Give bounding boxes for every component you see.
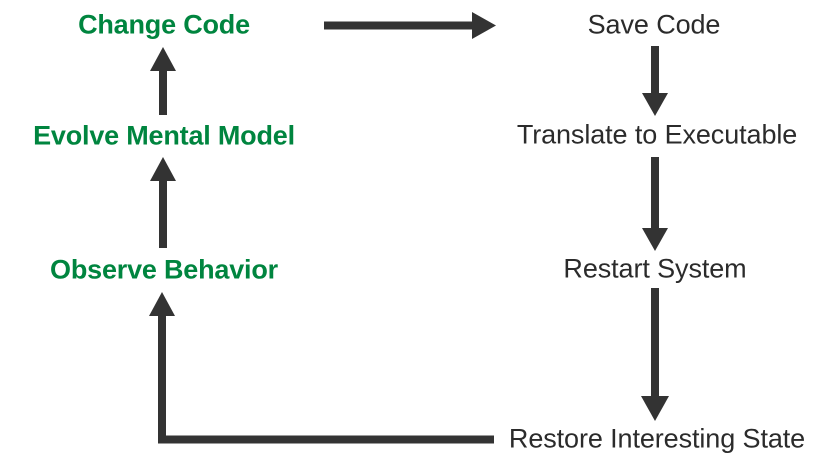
- node-evolve-mental-model[interactable]: Evolve Mental Model: [33, 120, 295, 151]
- node-restore-interesting-state[interactable]: Restore Interesting State: [508, 423, 806, 454]
- edge-save-code-to-translate: [642, 46, 668, 116]
- arrowhead-up-icon: [149, 292, 175, 316]
- edge-evolve-to-change-code: [150, 47, 176, 115]
- arrowhead-down-icon: [642, 228, 668, 251]
- edge-translate-to-restart: [642, 157, 668, 251]
- edge-change-code-to-save-code: [324, 12, 496, 39]
- node-save-code[interactable]: Save Code: [587, 9, 721, 40]
- arrowhead-down-icon: [641, 396, 669, 421]
- node-change-code[interactable]: Change Code: [78, 9, 250, 40]
- edge-restart-to-restore: [641, 288, 669, 421]
- arrowhead-up-icon: [150, 157, 176, 181]
- arrowhead-up-icon: [150, 47, 176, 71]
- node-observe-behavior[interactable]: Observe Behavior: [50, 254, 278, 285]
- edge-observe-to-evolve: [150, 157, 176, 248]
- edge-polyline: [158, 312, 494, 444]
- edge-restore-to-observe: [149, 292, 494, 444]
- arrowhead-right-icon: [472, 12, 496, 39]
- node-restart-system[interactable]: Restart System: [563, 253, 747, 284]
- node-translate-to-executable[interactable]: Translate to Executable: [516, 119, 798, 150]
- arrowhead-down-icon: [642, 93, 668, 116]
